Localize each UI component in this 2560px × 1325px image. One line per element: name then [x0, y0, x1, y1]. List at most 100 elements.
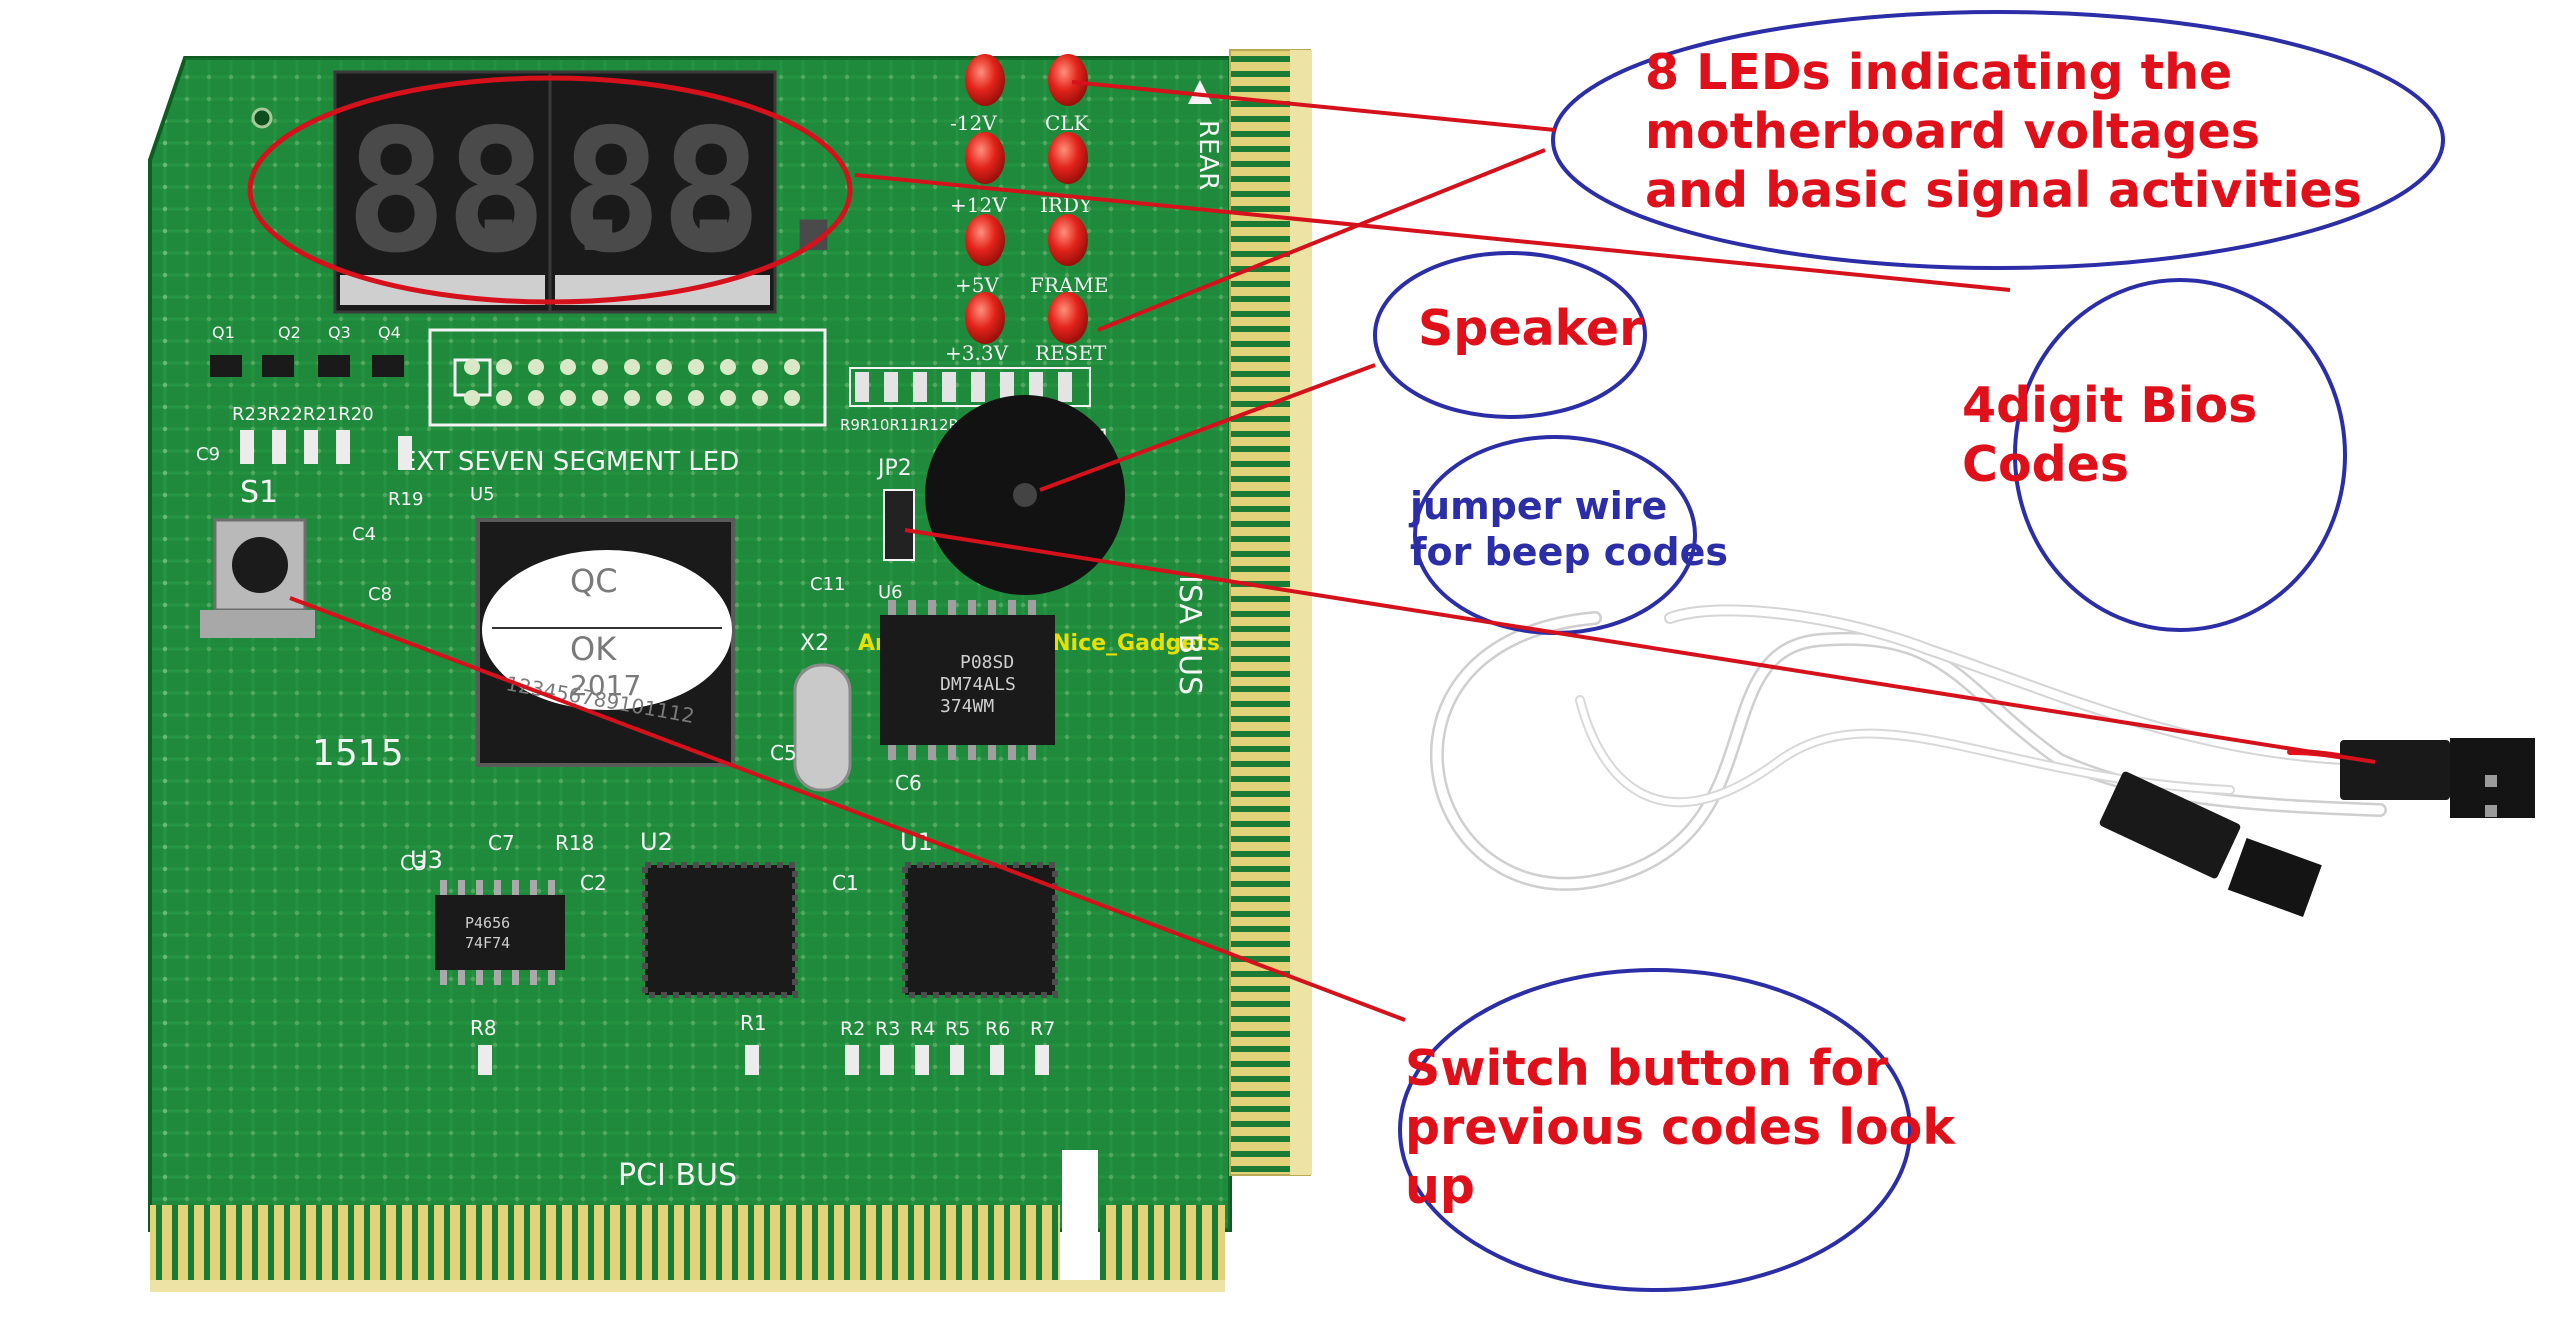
- switch-callout-ellipse: [1398, 968, 1912, 1292]
- transistor-row: Q1 Q2 Q3 Q4: [210, 323, 404, 377]
- c11-label: C11: [810, 574, 845, 595]
- chip-u6-line2: DM74ALS: [940, 674, 1016, 695]
- pci-bus-label: PCI BUS: [618, 1158, 737, 1193]
- s1-label: S1: [240, 475, 278, 510]
- c2-label: C2: [580, 871, 607, 895]
- jumper-callout: jumper wire for beep codes: [1410, 484, 1728, 575]
- leds-callout: 8 LEDs indicating the motherboard voltag…: [1645, 44, 2362, 220]
- led: [965, 54, 1005, 106]
- chip-u3-line1: P4656: [465, 914, 510, 932]
- leds-callout-ellipse: [1551, 10, 2445, 270]
- q4-label: Q4: [378, 323, 401, 342]
- r1-label: R1: [740, 1011, 767, 1035]
- chip-u3: P4656 74F74: [435, 880, 565, 985]
- speaker-callout-ellipse: [1373, 251, 1647, 419]
- jumper-cable: [1430, 604, 2387, 891]
- switch-s1: S1: [200, 475, 315, 638]
- switch-callout: Switch button for previous codes look up: [1405, 1040, 1955, 1216]
- resistor-row-bottom: R2 R3 R4 R5 R6 R7: [478, 1018, 1055, 1075]
- bios-callout: 4digit Bios Codes: [1962, 377, 2257, 495]
- led: [965, 132, 1005, 184]
- resistor-group-top: [240, 430, 412, 470]
- speaker-callout: Speaker: [1418, 300, 1644, 357]
- chip-u6-line1: P08SD: [960, 652, 1014, 673]
- r19-label: R19: [388, 489, 423, 510]
- q2-label: Q2: [278, 323, 301, 342]
- led: [1048, 132, 1088, 184]
- date-code: 1515: [312, 733, 404, 774]
- ext-led-header: EXT SEVEN SEGMENT LED: [400, 328, 827, 477]
- led-label-plus5v: +5V: [955, 273, 999, 297]
- r3-label: R3: [875, 1018, 900, 1040]
- dupont-connector: [2099, 738, 2535, 917]
- c5-label: C5: [770, 741, 797, 765]
- seven-segment-display: 8. 8. 8. 8.: [333, 70, 865, 314]
- led: [1048, 292, 1088, 344]
- leds-callout-line2: motherboard voltages: [1645, 102, 2260, 160]
- display-digit-4: 8.: [660, 93, 865, 291]
- speaker-sp1: SP1: [925, 395, 1125, 595]
- isa-bus-label: ISA BUS: [1172, 575, 1207, 695]
- jp2-label: JP2: [876, 456, 912, 481]
- led: [1048, 214, 1088, 266]
- led-label-plus3v3: +3.3V: [945, 341, 1009, 365]
- c7-label: C7: [488, 831, 515, 855]
- year-text: 2017: [570, 669, 641, 702]
- r5-label: R5: [945, 1018, 970, 1040]
- led-label-minus12v: -12V: [950, 111, 997, 135]
- display-highlight-ellipse: [247, 75, 853, 305]
- c8-label: C8: [368, 584, 392, 605]
- led-label-plus12v: +12V: [950, 193, 1007, 217]
- switch-callout-line3: up: [1405, 1157, 1475, 1215]
- led-label-clk: CLK: [1045, 111, 1090, 135]
- display-digit-2: 8.: [445, 93, 650, 291]
- q1-label: Q1: [212, 323, 235, 342]
- r2-label: R2: [840, 1018, 865, 1040]
- chip-u3-line2: 74F74: [465, 934, 510, 952]
- mounting-hole: [251, 107, 273, 129]
- jumper-callout-line2: for beep codes: [1410, 529, 1729, 574]
- rear-marker: REAR: [1188, 80, 1223, 190]
- annotation-leaders: [289, 80, 2376, 1022]
- r18-label: R18: [555, 831, 594, 855]
- led: [1048, 54, 1088, 106]
- crystal-x2: X2: [793, 631, 852, 792]
- switch-callout-line2: previous codes look: [1405, 1098, 1955, 1156]
- isa-edge-connector: [1229, 49, 1312, 1176]
- c9-label: C9: [196, 444, 220, 465]
- pci-edge-connector: [150, 1150, 1225, 1292]
- c3-label: C3: [400, 851, 427, 875]
- led-label-frame: FRAME: [1030, 273, 1108, 297]
- c4-label: C4: [352, 524, 376, 545]
- jumper-jp2: JP2 C11 U6: [810, 456, 915, 603]
- display-digit-3: 8.: [560, 93, 765, 291]
- qc-text: QC: [570, 562, 618, 600]
- c1-label: C1: [832, 871, 859, 895]
- chip-u1: [902, 862, 1058, 998]
- bios-callout-line2: Codes: [1962, 435, 2130, 493]
- c6-label: C6: [895, 771, 922, 795]
- r4-label: R4: [910, 1018, 935, 1040]
- chip-u5: QC OK 2017 123456789101112: [476, 518, 735, 767]
- rear-label: REAR: [1193, 120, 1223, 190]
- r7-label: R7: [1030, 1018, 1055, 1040]
- led-label-reset: RESET: [1035, 341, 1107, 365]
- chip-u6-line3: 374WM: [940, 696, 994, 717]
- u5-label: U5: [470, 484, 495, 505]
- bios-callout-ellipse: [2013, 278, 2347, 632]
- switch-callout-line1: Switch button for: [1405, 1040, 1889, 1097]
- led-array: [965, 54, 1088, 344]
- r-top-label: R23R22R21R20: [232, 404, 374, 425]
- jumper-callout-line1: jumper wire: [1410, 484, 1668, 528]
- r8-label: R8: [470, 1016, 497, 1040]
- led: [965, 292, 1005, 344]
- led: [965, 214, 1005, 266]
- ok-text: OK: [570, 630, 617, 668]
- chip-u6: P08SD DM74ALS 374WM: [880, 600, 1055, 760]
- u3-label: U3: [410, 846, 443, 874]
- u2-label: U2: [640, 828, 673, 856]
- display-digit-1: 8.: [345, 93, 550, 291]
- chip-u2: [642, 862, 798, 998]
